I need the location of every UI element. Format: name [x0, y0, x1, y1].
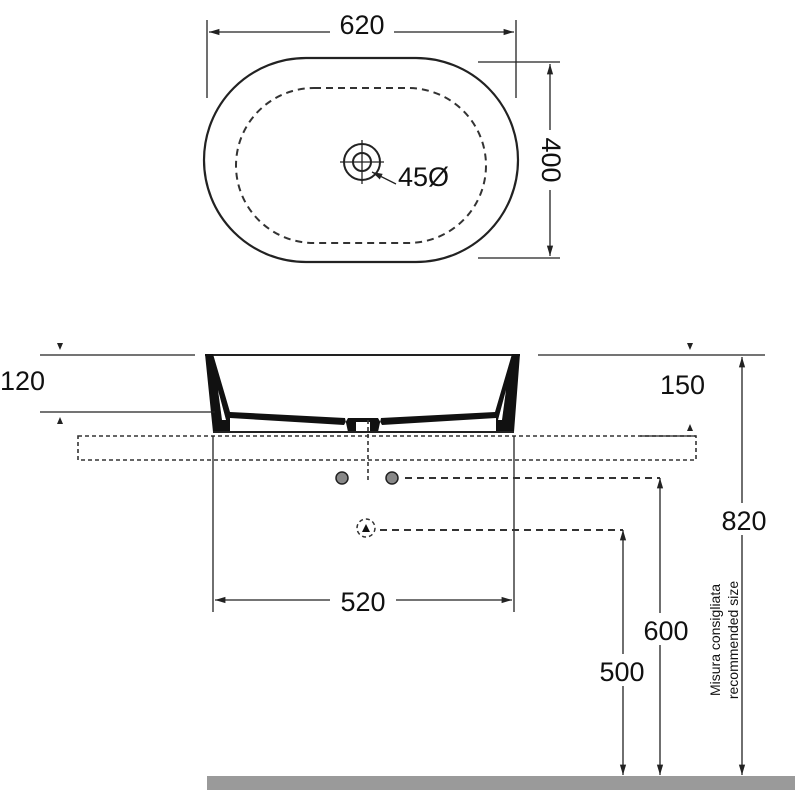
- recommended-note-en: recommended size: [725, 581, 741, 699]
- countertop-dashed: [77, 435, 697, 461]
- basin-height-right-label: 150: [660, 370, 705, 400]
- base-width-label: 520: [340, 587, 385, 617]
- waste-height-label: 500: [599, 657, 644, 687]
- recommended-note-it: Misura consigliata: [707, 584, 723, 696]
- supply-valve-icon: [335, 471, 399, 485]
- depth-label: 400: [536, 137, 566, 182]
- waste-outlet-icon: [356, 518, 376, 538]
- basin-outline-top: [202, 56, 520, 264]
- supply-height-label: 600: [643, 616, 688, 646]
- drain-icon: [340, 140, 397, 185]
- basin-section: [205, 354, 520, 433]
- counter-height-label: 820: [721, 506, 766, 536]
- basin-inner-dashed: [235, 87, 487, 244]
- width-label: 620: [339, 10, 384, 40]
- side-view: 120 150 520 600 500 820: [0, 343, 795, 790]
- basin-height-left-label: 120: [0, 366, 45, 396]
- floor: [207, 776, 795, 790]
- drain-diameter-label: 45Ø: [398, 162, 449, 192]
- top-view: 45Ø 620 400: [202, 8, 566, 264]
